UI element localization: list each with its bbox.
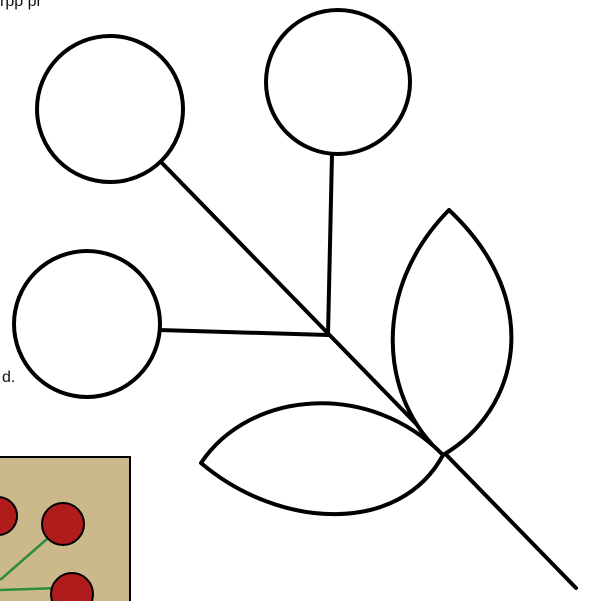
stem-top-berry — [328, 154, 332, 335]
thumbnail-image — [0, 457, 130, 601]
lower-leaf — [201, 403, 443, 514]
berry-top — [266, 10, 410, 154]
main-stem — [162, 163, 576, 588]
berry-left — [14, 251, 160, 397]
berry-upper-left — [37, 36, 183, 182]
thumbnail-berry — [42, 503, 84, 545]
stem-left-berry — [159, 330, 328, 335]
